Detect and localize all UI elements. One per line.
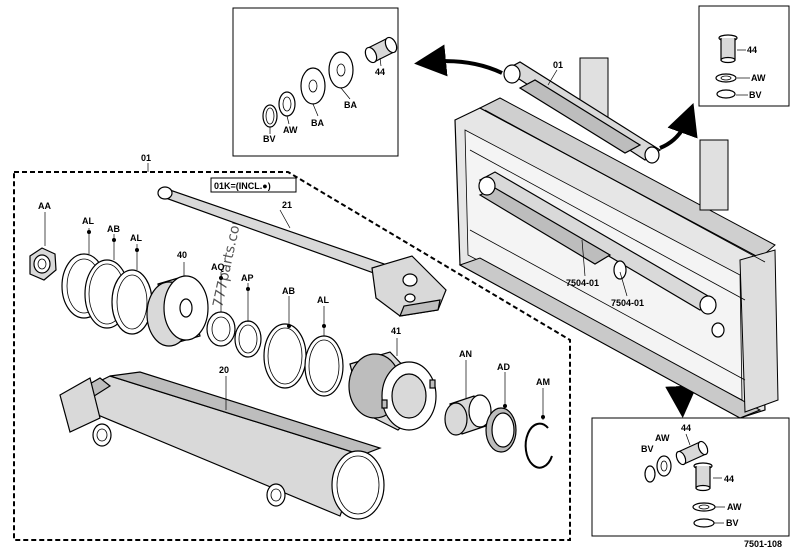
seal-al-3 — [304, 335, 344, 397]
label-41: 41 — [391, 326, 401, 336]
label-aq: AQ — [211, 262, 225, 272]
kit-boundary: 01 01K=(INCL.●) — [13, 153, 571, 541]
gland-41 — [348, 351, 437, 431]
label-44-top-right: 44 — [747, 45, 757, 55]
label-21: 21 — [282, 200, 292, 210]
label-bv-bottom-right: BV — [641, 444, 654, 454]
cylinder-body-20 — [59, 371, 385, 520]
washer-aw-bottom-right — [656, 455, 672, 477]
label-44-bottom-right-1: 44 — [681, 423, 691, 433]
label-an: AN — [459, 349, 472, 359]
figure-id: 7501-108 — [744, 539, 782, 549]
label-ap: AP — [241, 273, 254, 283]
label-ab-1: AB — [107, 224, 120, 234]
inset-top-left: BV AW BA BA 44 — [232, 7, 399, 157]
label-40: 40 — [177, 250, 187, 260]
inset-top-right: 44 AW BV — [698, 5, 790, 107]
label-7504-01-a: 7504-01 — [566, 278, 599, 288]
washer-ba-2 — [328, 51, 354, 89]
label-44-top-left: 44 — [375, 67, 385, 77]
label-ad: AD — [497, 362, 510, 372]
snap-ring-bv-top-right — [716, 89, 736, 99]
label-ab-2: AB — [282, 286, 295, 296]
curved-arrow-icon — [659, 102, 698, 150]
label-ba-top-left-2: BA — [344, 100, 357, 110]
pin-44 — [364, 36, 398, 64]
label-al-3: AL — [317, 295, 329, 305]
label-al-2: AL — [130, 233, 142, 243]
carriage-assembly: 01 7504-01 7504-01 — [454, 57, 779, 419]
label-aw-bottom-right-2: AW — [727, 502, 742, 512]
label-20: 20 — [219, 365, 229, 375]
bushing-an — [444, 394, 492, 436]
snap-ring-bv-bottom-right — [644, 465, 656, 483]
label-01-top: 01 — [553, 60, 563, 70]
label-bv-bottom-right-2: BV — [726, 518, 739, 528]
piston-rod-21 — [157, 186, 447, 317]
snap-ring-bv-bottom-right-2 — [693, 518, 715, 528]
label-01-main: 01 — [141, 153, 151, 163]
snap-ring-am — [524, 422, 553, 469]
curved-arrow-icon — [414, 44, 503, 77]
label-am: AM — [536, 377, 550, 387]
seal-al-2 — [111, 269, 153, 335]
label-bv-top-left: BV — [263, 134, 276, 144]
washer-aw-bottom-right-2 — [692, 502, 716, 512]
label-bv-top-right: BV — [749, 90, 762, 100]
washer-aw-top-right — [715, 73, 737, 83]
inset-bottom-right: BV AW 44 44 AW BV — [591, 417, 790, 537]
kit-note: 01K=(INCL.●) — [214, 181, 271, 191]
nut-aa — [29, 247, 57, 281]
pin-44-bottom-right-1 — [675, 440, 709, 466]
label-aa: AA — [38, 201, 51, 211]
label-44-bottom-right-2: 44 — [724, 474, 734, 484]
label-aw-bottom-right: AW — [655, 433, 670, 443]
ring-ab-2 — [263, 323, 307, 389]
pin-44-bottom-right-2 — [693, 462, 713, 492]
label-aw-top-left: AW — [283, 125, 298, 135]
washer-aw — [278, 91, 296, 117]
pin-44-top-right — [718, 34, 738, 64]
label-ba-top-left-1: BA — [311, 118, 324, 128]
label-7504-01-b: 7504-01 — [611, 298, 644, 308]
label-al-1: AL — [82, 216, 94, 226]
label-aw-top-right: AW — [751, 73, 766, 83]
piston-40 — [146, 275, 209, 347]
washer-ba-1 — [300, 67, 326, 105]
